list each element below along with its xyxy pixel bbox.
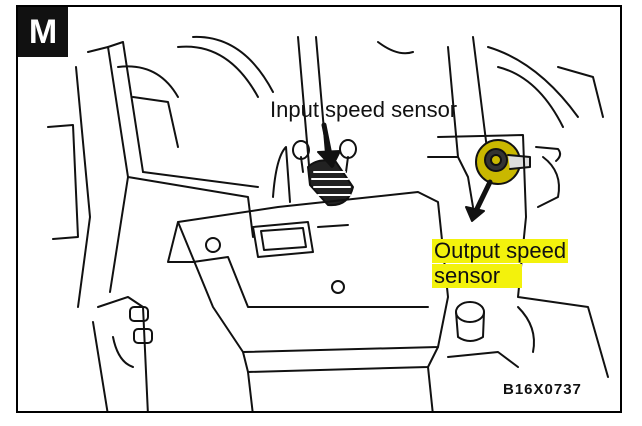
input-speed-sensor-label: Input speed sensor: [270, 97, 458, 122]
diagram-frame: M: [16, 5, 622, 413]
figure-code: B16X0737: [503, 381, 582, 398]
left-frame-outline: [87, 46, 129, 293]
input-speed-sensor-shape: [307, 122, 354, 207]
output-speed-sensor-label-line1: Output speed: [432, 238, 569, 263]
transmission-line-drawing: [47, 35, 609, 411]
cover-plate: [252, 221, 314, 258]
output-speed-sensor-shape: [465, 139, 562, 222]
valve-body-outline: [177, 191, 449, 353]
output-speed-sensor-label-line2: sensor: [432, 264, 523, 288]
model-badge: M: [18, 7, 68, 57]
